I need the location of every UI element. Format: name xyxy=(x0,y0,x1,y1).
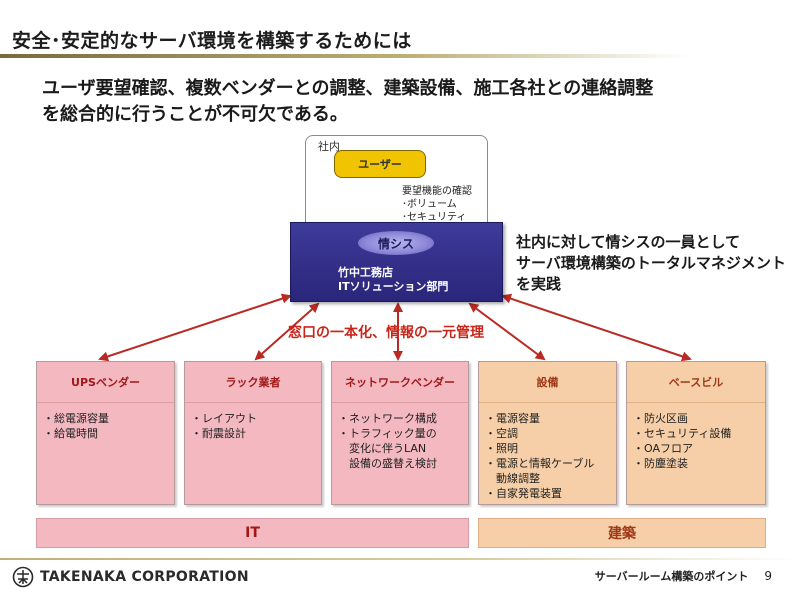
vendor-title: ベースビル xyxy=(627,362,765,403)
vendor-items: ・防火区画 ・セキュリティ設備 ・OAフロア ・防塵塗装 xyxy=(627,403,765,471)
vendor-item: ・防火区画 xyxy=(633,412,688,425)
footer-doc-info: サーバールーム構築のポイント 9 xyxy=(595,568,772,584)
vendor-item: ・総電源容量 xyxy=(43,412,109,425)
document-title: サーバールーム構築のポイント xyxy=(594,570,749,583)
vendor-item: 動線調整 xyxy=(485,472,540,485)
joshis-badge: 情シス xyxy=(358,231,434,255)
side-note-line-3: を実践 xyxy=(516,275,562,293)
lead-line-1: ユーザ要望確認、複数ベンダーとの調整、建築設備、施工各社との連絡調整 xyxy=(42,78,654,99)
vendor-item: ・空調 xyxy=(485,427,518,440)
vendor-item: 設備の盛替え検討 xyxy=(338,457,437,470)
vendor-items: ・電源容量 ・空調 ・照明 ・電源と情報ケーブル 動線調整 ・自家発電装置 xyxy=(479,403,616,501)
side-note-line-2: サーバ環境構築のトータルマネジメント xyxy=(516,254,786,272)
vendor-items: ・レイアウト ・耐震設計 xyxy=(185,403,321,441)
department-name-line-2: ITソリューション部門 xyxy=(338,280,449,293)
page-number: 9 xyxy=(764,569,772,583)
category-band-label: 建築 xyxy=(608,526,636,542)
lead-line-2: を総合的に行うことが不可欠である。 xyxy=(42,104,348,125)
vendor-box-network: ネットワークベンダー ・ネットワーク構成 ・トラフィック量の 変化に伴うLAN … xyxy=(331,361,469,505)
vendor-box-rack: ラック業者 ・レイアウト ・耐震設計 xyxy=(184,361,322,505)
user-label: ユーザー xyxy=(358,158,402,171)
vendor-item: ・自家発電装置 xyxy=(485,487,562,500)
vendor-item: ・給電時間 xyxy=(43,427,98,440)
single-point-of-contact-label: 窓口の一本化、情報の一元管理 xyxy=(288,325,484,341)
vendor-item: ・OAフロア xyxy=(633,442,693,455)
arrow-dept-rack xyxy=(254,302,320,361)
requirement-item: ･セキュリティ xyxy=(402,212,467,223)
joshis-label: 情シス xyxy=(377,236,414,251)
side-note-line-1: 社内に対して情シスの一員として xyxy=(516,233,741,251)
side-note: 社内に対して情シスの一員として サーバ環境構築のトータルマネジメント を実践 xyxy=(516,232,786,295)
vendor-title: ラック業者 xyxy=(185,362,321,403)
footer-divider xyxy=(0,558,800,560)
category-band-it: IT xyxy=(36,518,469,548)
company-name: TAKENAKA CORPORATION xyxy=(40,569,249,585)
vendor-items: ・ネットワーク構成 ・トラフィック量の 変化に伴うLAN 設備の盛替え検討 xyxy=(332,403,468,471)
arrow-dept-basebuild xyxy=(501,293,692,362)
lead-statement: ユーザ要望確認、複数ベンダーとの調整、建築設備、施工各社との連絡調整 を総合的に… xyxy=(42,76,742,128)
vendor-item: 変化に伴うLAN xyxy=(338,442,427,455)
user-box: ユーザー xyxy=(334,150,426,178)
requirements-list: 要望機能の確認 ･ボリューム ･セキュリティ xyxy=(402,185,472,224)
vendor-item: ・電源と情報ケーブル xyxy=(485,457,595,470)
category-band-kenchiku: 建築 xyxy=(478,518,766,548)
requirement-item: ･ボリューム xyxy=(402,199,457,210)
takenaka-logo-icon xyxy=(12,566,34,588)
vendor-item: ・照明 xyxy=(485,442,518,455)
vendor-title: UPSベンダー xyxy=(37,362,174,403)
vendor-item: ・電源容量 xyxy=(485,412,540,425)
title-underline xyxy=(0,54,690,58)
vendor-items: ・総電源容量 ・給電時間 xyxy=(37,403,174,441)
vendor-item: ・ネットワーク構成 xyxy=(338,412,437,425)
requirement-item: 要望機能の確認 xyxy=(402,186,472,197)
arrow-dept-ups xyxy=(98,293,292,362)
vendor-item: ・トラフィック量の xyxy=(338,427,437,440)
department-name-line-1: 竹中工務店 xyxy=(338,266,393,279)
vendor-title: 設備 xyxy=(479,362,616,403)
vendor-box-setsubi: 設備 ・電源容量 ・空調 ・照明 ・電源と情報ケーブル 動線調整 ・自家発電装置 xyxy=(478,361,617,505)
vendor-title: ネットワークベンダー xyxy=(332,362,468,403)
vendor-item: ・防塵塗装 xyxy=(633,457,688,470)
title-bar: 安全･安定的なサーバ環境を構築するためには xyxy=(0,22,800,58)
page-title: 安全･安定的なサーバ環境を構築するためには xyxy=(12,30,412,52)
vendor-item: ・レイアウト xyxy=(191,412,257,425)
company-logo: TAKENAKA CORPORATION xyxy=(12,566,249,588)
category-band-label: IT xyxy=(245,525,260,541)
vendor-box-ups: UPSベンダー ・総電源容量 ・給電時間 xyxy=(36,361,175,505)
in-house-label: 社内 xyxy=(318,140,340,153)
department-name: 竹中工務店 ITソリューション部門 xyxy=(338,266,448,294)
vendor-item: ・耐震設計 xyxy=(191,427,246,440)
vendor-item: ・セキュリティ設備 xyxy=(633,427,732,440)
vendor-box-base-building: ベースビル ・防火区画 ・セキュリティ設備 ・OAフロア ・防塵塗装 xyxy=(626,361,766,505)
